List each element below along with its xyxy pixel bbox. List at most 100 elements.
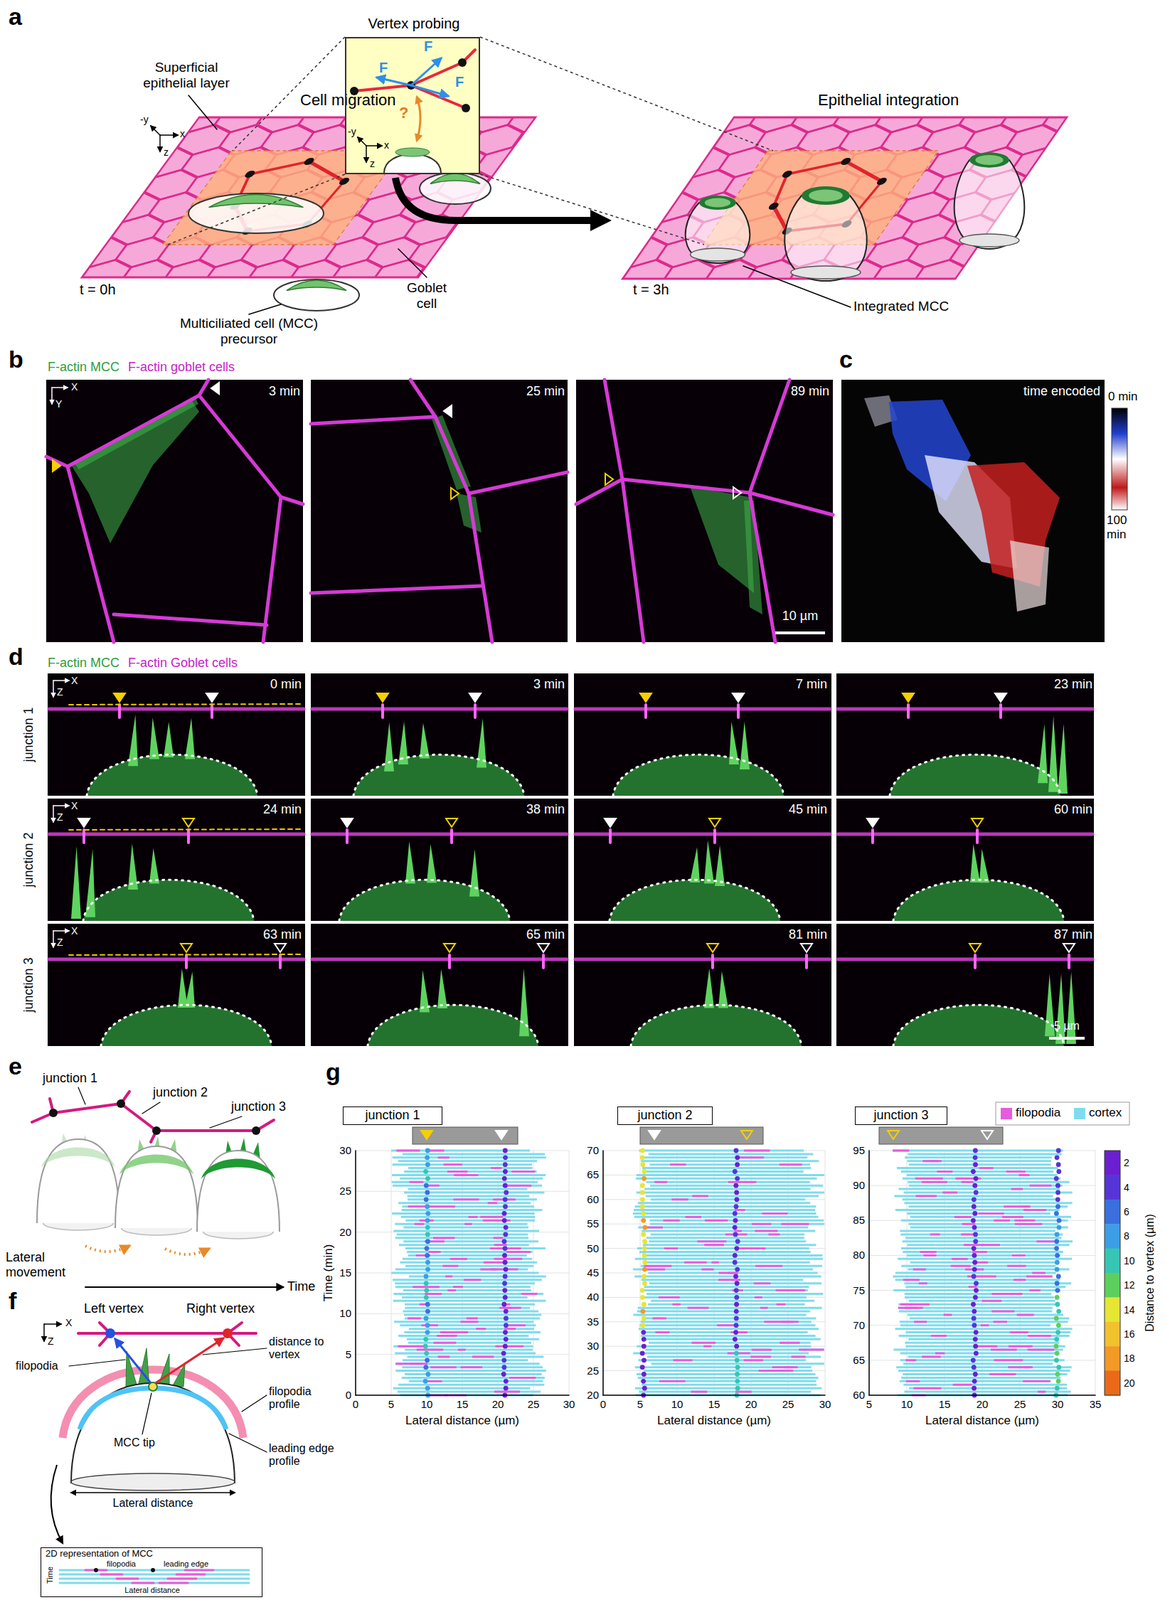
filopodium — [184, 718, 195, 760]
label: Cell migration — [300, 91, 397, 109]
cortex-profile — [636, 1191, 825, 1194]
label: junction 3 — [231, 1099, 286, 1115]
filopodia-profile — [463, 1278, 481, 1281]
cell-junction — [866, 259, 929, 279]
vertex-spot — [736, 704, 740, 718]
label: Lateral distance (µm) — [657, 1413, 771, 1429]
filopodia-profile — [684, 1216, 702, 1219]
cortex-profile — [395, 1285, 531, 1289]
filopodia-profile — [692, 1194, 709, 1198]
filopodia-profile — [936, 1170, 953, 1173]
junction-band — [575, 707, 831, 712]
vertex-track — [733, 1274, 739, 1280]
colorbar-segment — [1104, 1174, 1121, 1200]
apical-surface — [68, 954, 301, 956]
cortex-profile — [903, 1201, 1072, 1205]
cortex-profile — [905, 1236, 1062, 1239]
cortex-profile — [908, 1152, 1062, 1156]
vertex-track — [423, 1288, 429, 1294]
label: X — [71, 674, 78, 687]
distance-arrow — [115, 1339, 152, 1385]
filopodium — [419, 722, 430, 759]
filopodia-profile — [703, 1345, 712, 1348]
vertex-spot — [345, 830, 349, 843]
junction — [354, 85, 412, 92]
filopodia-profile — [433, 1236, 455, 1239]
grid-line — [869, 1185, 1096, 1187]
filopodia-profile — [504, 1184, 533, 1188]
filopodia-profile — [659, 1380, 686, 1383]
cortex-profile — [392, 1184, 542, 1188]
vertex-dot — [874, 177, 889, 185]
filopodia-profile — [918, 1282, 928, 1285]
microscopy-panel — [573, 923, 832, 1047]
vertex-track — [734, 1162, 740, 1168]
vertex-track — [503, 1190, 509, 1196]
vertex-spot — [278, 955, 282, 968]
grid-line — [603, 1297, 826, 1299]
label: 70 — [852, 1319, 865, 1332]
axis-line — [603, 1394, 826, 1397]
marker-dot — [150, 1568, 156, 1573]
vertex-track — [642, 1280, 648, 1286]
vertex-track — [734, 1357, 740, 1363]
marker-triangle — [211, 382, 220, 395]
label: 15 — [456, 1398, 469, 1411]
vertex-track — [423, 1169, 429, 1175]
filopodium — [184, 971, 195, 1008]
filopodia-profile — [982, 1300, 1003, 1303]
filopodia-profile — [913, 1320, 927, 1323]
vertex-track — [1054, 1176, 1060, 1182]
cortex-profile — [640, 1334, 816, 1338]
cortex-profile — [638, 1391, 811, 1394]
cortex-profile — [645, 1181, 810, 1184]
vertex-track — [641, 1337, 647, 1343]
vertex-track — [1056, 1162, 1062, 1168]
vertex-track — [423, 1344, 429, 1350]
vertex-track — [971, 1197, 977, 1202]
vertex-track — [972, 1379, 978, 1385]
filopodia-profile — [993, 1219, 1010, 1222]
filopodia-profile — [428, 1184, 440, 1188]
filopodia-profile — [734, 1209, 746, 1212]
vertex-track — [502, 1148, 508, 1154]
vertex-spot — [608, 830, 612, 843]
filopodia-profile — [664, 1247, 678, 1250]
filopodia-profile — [791, 1355, 806, 1358]
goblet-junction — [749, 492, 776, 643]
cortex-profile — [641, 1230, 816, 1233]
vertex-track — [425, 1309, 431, 1315]
cortex-profile — [901, 1265, 1056, 1268]
vertex-track — [503, 1386, 509, 1392]
filopodia-profile — [931, 1334, 947, 1338]
mcc-body — [83, 879, 254, 922]
filopodia-stripe — [184, 1569, 214, 1572]
goblet-junction — [622, 479, 644, 643]
mcc-body — [893, 879, 1065, 922]
filopodia-profile — [412, 1285, 440, 1289]
mcc-body — [353, 754, 525, 796]
cortex-profile — [403, 1240, 539, 1243]
cortex-profile — [392, 1156, 547, 1159]
cortex-profile — [408, 1327, 535, 1331]
cell-junction — [92, 147, 157, 178]
filopodia-profile — [1003, 1205, 1030, 1208]
filopodia-profile — [1022, 1380, 1050, 1383]
marker-triangle — [732, 693, 744, 702]
vertex-track — [973, 1190, 979, 1196]
filopodia-profile — [1031, 1272, 1046, 1275]
vertex-dot — [839, 157, 853, 166]
filopodia-profile — [521, 1293, 538, 1296]
cortex-profile — [391, 1150, 530, 1153]
grid-line — [603, 1370, 826, 1372]
force-arrow — [411, 85, 449, 97]
mcc-outline — [630, 1004, 802, 1047]
cell-body — [115, 1146, 198, 1229]
leader-line — [209, 1116, 242, 1129]
time-arrow — [85, 1286, 284, 1289]
cell-junction — [114, 259, 179, 278]
cortex-profile — [900, 1359, 1065, 1362]
vertex-track — [973, 1288, 979, 1294]
microscopy-panel — [573, 673, 832, 796]
leader-line — [68, 1359, 126, 1367]
